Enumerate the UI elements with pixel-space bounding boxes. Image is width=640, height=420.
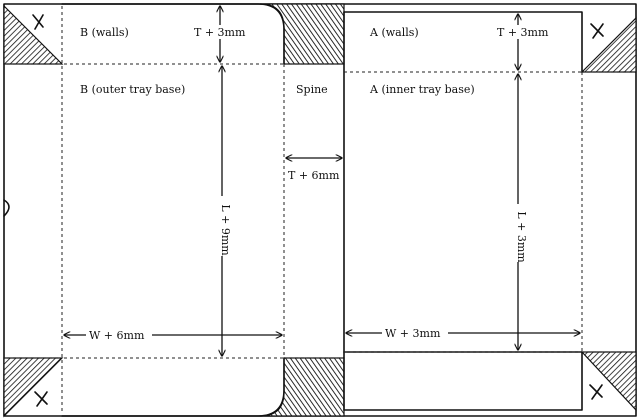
label-bg-w-left (86, 328, 152, 342)
label-a-base: A (inner tray base) (369, 83, 475, 96)
label-b-base: B (outer tray base) (80, 83, 185, 96)
spine-bottom-block (259, 357, 345, 417)
spine-top-block (259, 3, 345, 65)
left-edge-notch (3, 199, 10, 217)
outer-border (3, 3, 637, 417)
right-panel-bottom-outline (343, 351, 583, 411)
right-panel-outline (343, 11, 583, 73)
label-w-left: W + 6mm (89, 329, 145, 342)
label-t-left: T + 3mm (194, 26, 246, 39)
label-w-right: W + 3mm (385, 327, 441, 340)
corner-flap-bottom-right (580, 351, 637, 412)
label-bg-w-right (382, 326, 448, 340)
label-a-walls: A (walls) (369, 26, 419, 39)
corner-flap-bottom-left (3, 357, 64, 418)
label-bg-l-right (510, 204, 526, 262)
x-mark-top-right (590, 23, 604, 39)
left-panel-bottom-edge (61, 357, 285, 417)
label-l-left: L + 9mm (219, 204, 232, 256)
corner-flap-top-left (3, 4, 64, 65)
label-bg-l-left (214, 196, 230, 256)
label-t-right: T + 3mm (497, 26, 549, 39)
corner-flap-top-right (580, 16, 637, 73)
label-l-right: L + 3mm (515, 211, 528, 263)
label-b-walls: B (walls) (80, 26, 129, 39)
x-mark-top-left (32, 14, 44, 30)
x-mark-bottom-right (589, 384, 603, 400)
x-mark-bottom-left (34, 391, 48, 407)
label-bg-t-left (192, 25, 252, 39)
label-spine: Spine (296, 83, 328, 96)
label-bg-t6 (286, 168, 342, 183)
label-bg-t-right (495, 25, 551, 39)
left-panel-top-edge (61, 3, 285, 65)
label-t6: T + 6mm (288, 169, 340, 182)
